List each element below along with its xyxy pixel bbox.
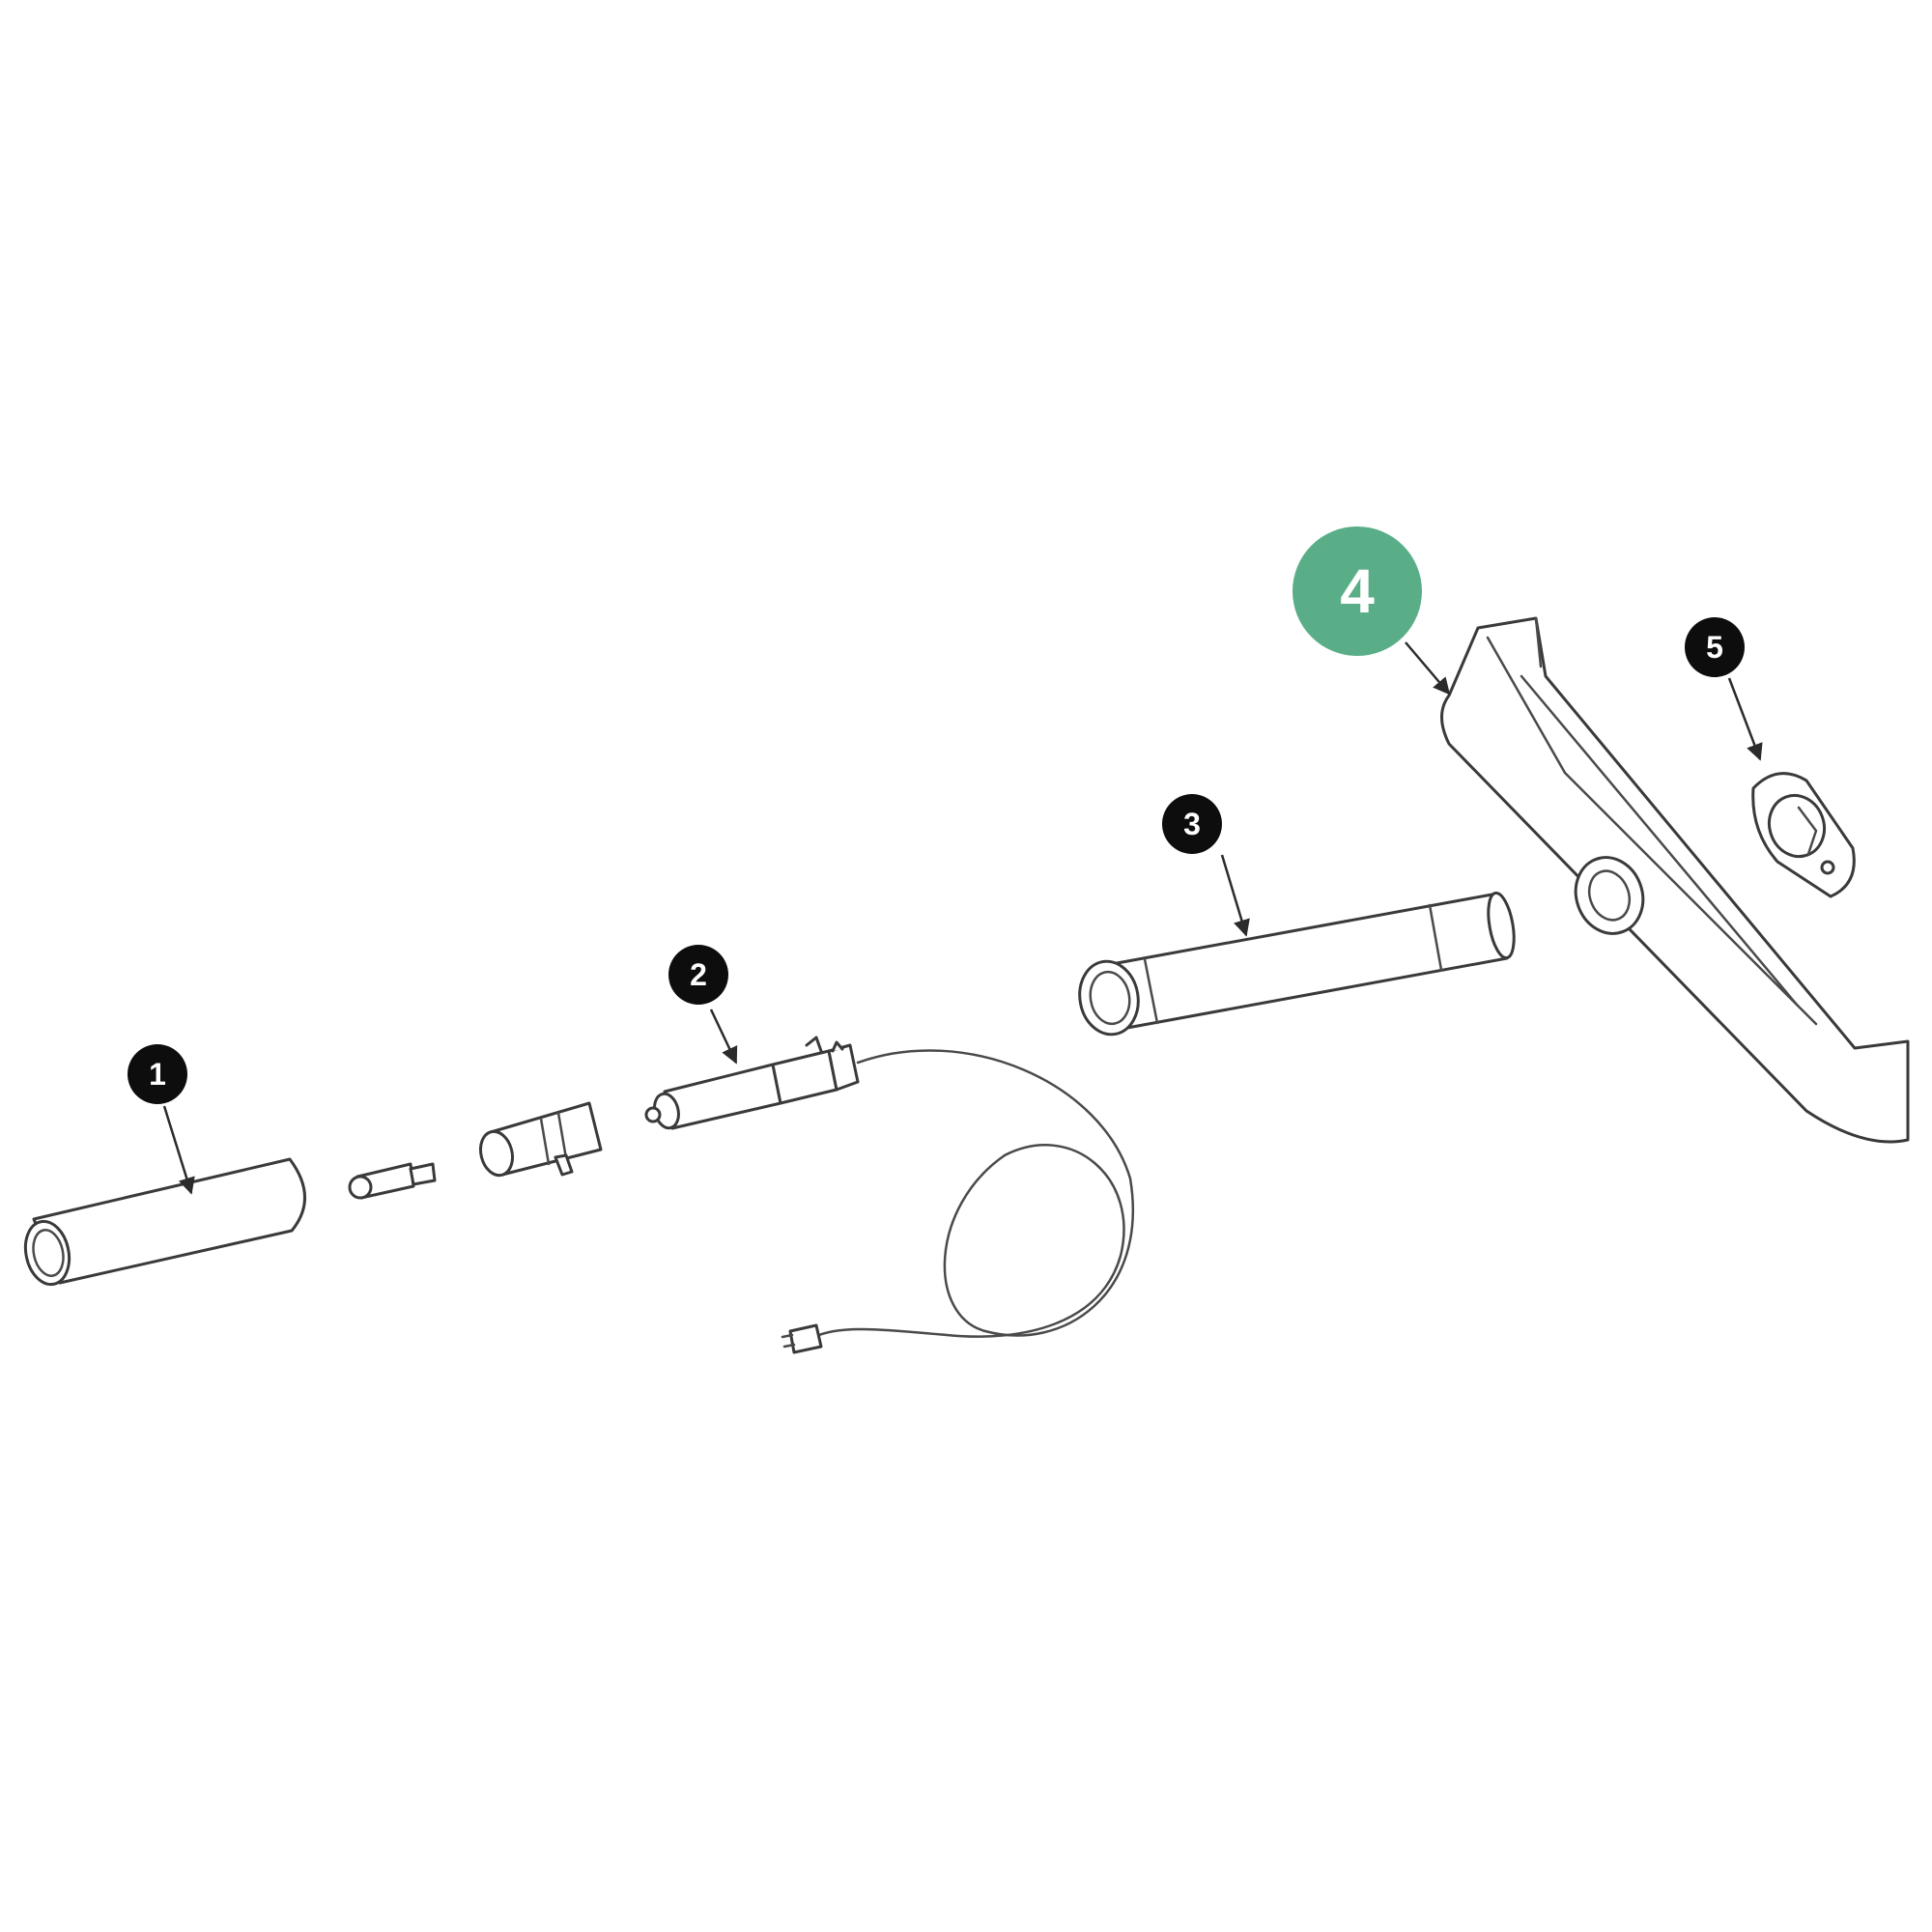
callout-4[interactable]: 4 — [1293, 526, 1422, 656]
callout-2[interactable]: 2 — [668, 945, 728, 1005]
leader-line-3 — [1220, 854, 1250, 937]
callout-3-label: 3 — [1183, 807, 1201, 841]
callout-3[interactable]: 3 — [1162, 794, 1222, 854]
part-1-sleeve[interactable] — [20, 1157, 306, 1289]
part-2-cartridge-with-cable[interactable] — [644, 1036, 1135, 1354]
callout-2-label: 2 — [690, 957, 707, 992]
callout-2-badge — [668, 945, 728, 1005]
callout-3-badge — [1162, 794, 1222, 854]
callout-1[interactable]: 1 — [128, 1044, 187, 1104]
callout-1-label: 1 — [149, 1057, 166, 1092]
screw-part[interactable] — [348, 1162, 437, 1200]
callout-5-badge — [1685, 617, 1745, 677]
part-3-tube[interactable] — [1074, 891, 1519, 1038]
part-4-handle-bar[interactable] — [1440, 616, 1910, 1144]
connector-part[interactable] — [476, 1101, 603, 1179]
callout-1-badge — [128, 1044, 187, 1104]
callout-4-label: 4 — [1340, 556, 1375, 626]
leader-line-1 — [162, 1105, 195, 1195]
callout-4-badge — [1293, 526, 1422, 656]
callout-5[interactable]: 5 — [1685, 617, 1745, 677]
callout-5-label: 5 — [1706, 630, 1723, 665]
part-5-bracket[interactable] — [1751, 772, 1856, 898]
leader-line-4 — [1405, 641, 1451, 696]
leader-line-5 — [1727, 677, 1763, 761]
leader-line-2 — [709, 1009, 738, 1065]
